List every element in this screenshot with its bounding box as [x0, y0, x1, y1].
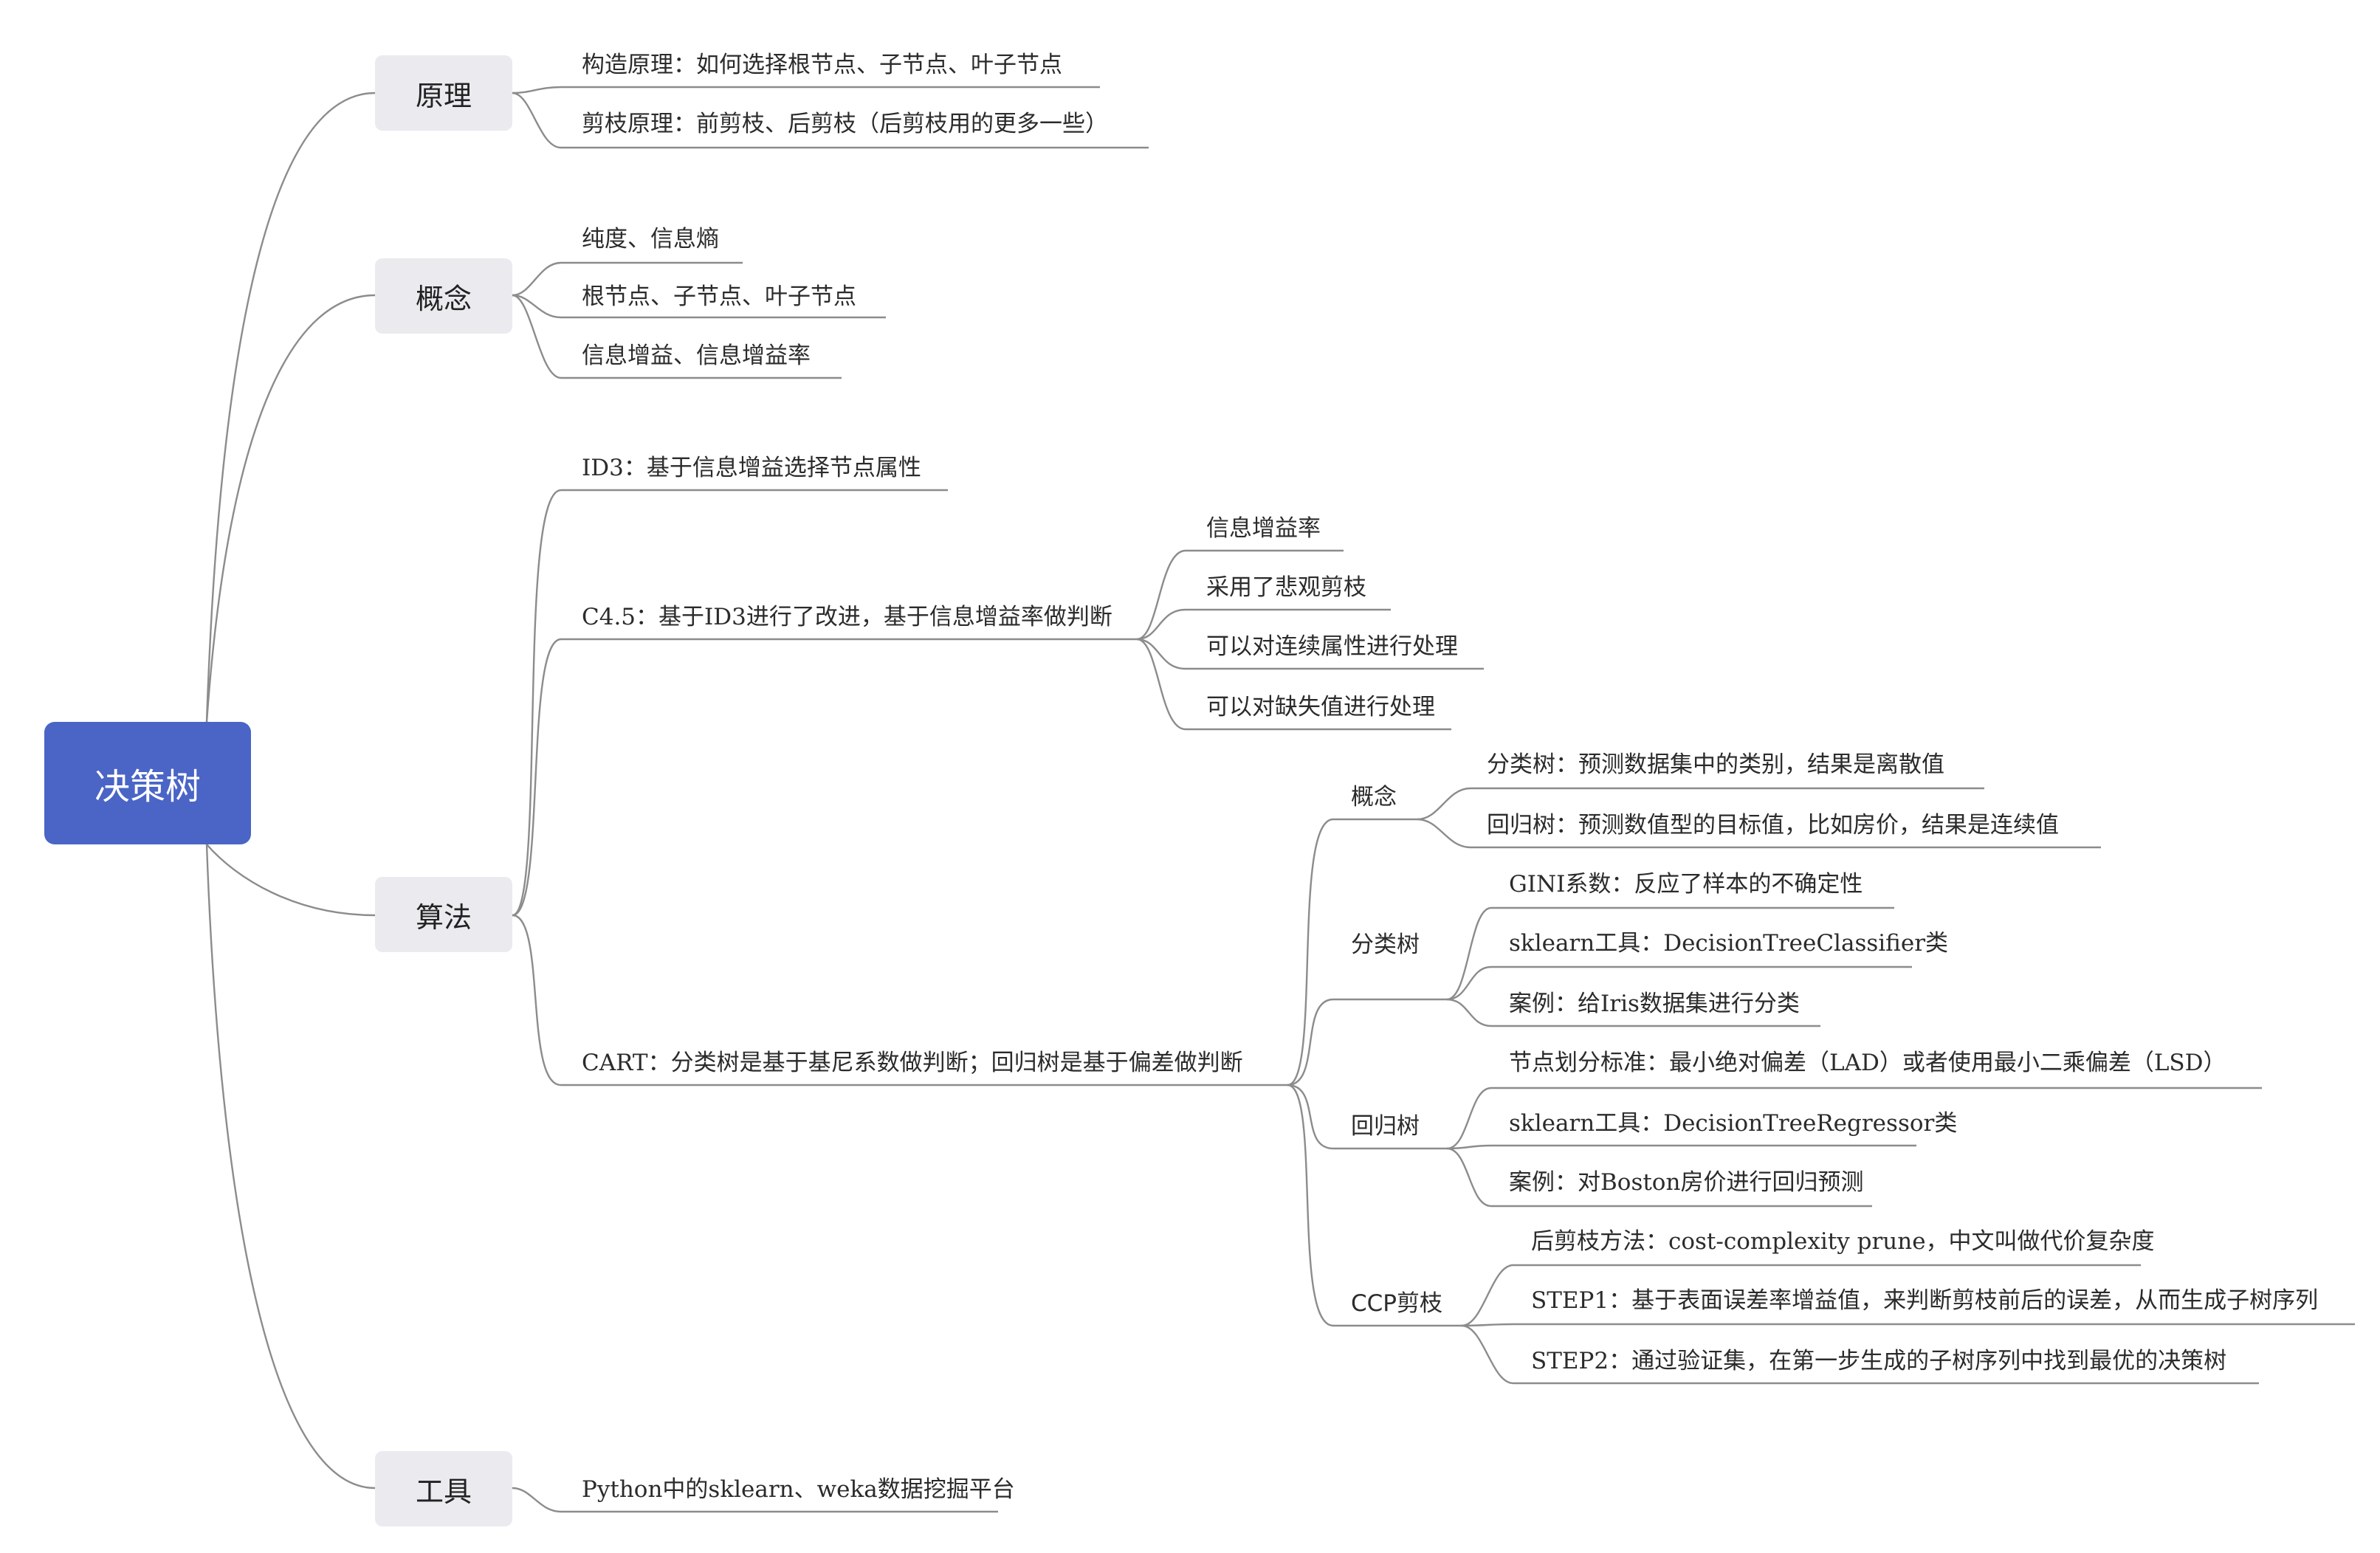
branch-tools[interactable]: 工具 [375, 1451, 512, 1526]
cart-concept-item[interactable]: 回归树：预测数值型的目标值，比如房价，结果是连续值 [1487, 812, 2059, 839]
branch-principle[interactable]: 原理 [375, 55, 512, 131]
concept-item[interactable]: 纯度、信息熵 [582, 226, 719, 252]
c45-item[interactable]: 可以对缺失值进行处理 [1206, 694, 1435, 720]
concept-item[interactable]: 信息增益、信息增益率 [582, 342, 811, 369]
classification-item[interactable]: sklearn工具：DecisionTreeClassifier类 [1509, 930, 1949, 957]
ccp-item[interactable]: 后剪枝方法：cost-complexity prune，中文叫做代价复杂度 [1531, 1228, 2155, 1255]
classification-item[interactable]: GINI系数：反应了样本的不确定性 [1509, 871, 1863, 898]
regression-item[interactable]: 节点划分标准：最小绝对偏差（LAD）或者使用最小二乘偏差（LSD） [1509, 1050, 2226, 1076]
c45-item[interactable]: 信息增益率 [1206, 515, 1321, 542]
c45-item[interactable]: 采用了悲观剪枝 [1206, 574, 1366, 601]
branch-concept[interactable]: 概念 [375, 258, 512, 334]
cart-regression-tree[interactable]: 回归树 [1351, 1113, 1420, 1140]
tools-item[interactable]: Python中的sklearn、weka数据挖掘平台 [582, 1476, 1015, 1503]
regression-item[interactable]: 案例：对Boston房价进行回归预测 [1509, 1169, 1864, 1196]
cart-classification-tree[interactable]: 分类树 [1351, 932, 1420, 958]
root-node[interactable]: 决策树 [44, 722, 251, 844]
principle-item[interactable]: 构造原理：如何选择根节点、子节点、叶子节点 [582, 52, 1062, 78]
algorithm-id3[interactable]: ID3：基于信息增益选择节点属性 [582, 455, 921, 481]
algorithm-c45[interactable]: C4.5：基于ID3进行了改进，基于信息增益率做判断 [582, 604, 1112, 630]
cart-ccp-pruning[interactable]: CCP剪枝 [1351, 1290, 1442, 1317]
cart-concept[interactable]: 概念 [1351, 784, 1397, 810]
branch-algorithm[interactable]: 算法 [375, 877, 512, 952]
principle-item[interactable]: 剪枝原理：前剪枝、后剪枝（后剪枝用的更多一些） [582, 111, 1108, 137]
classification-item[interactable]: 案例：给Iris数据集进行分类 [1509, 991, 1800, 1017]
ccp-item[interactable]: STEP2：通过验证集，在第一步生成的子树序列中找到最优的决策树 [1531, 1348, 2227, 1374]
algorithm-cart[interactable]: CART：分类树是基于基尼系数做判断；回归树是基于偏差做判断 [582, 1050, 1243, 1076]
ccp-item[interactable]: STEP1：基于表面误差率增益值，来判断剪枝前后的误差，从而生成子树序列 [1531, 1287, 2319, 1314]
cart-concept-item[interactable]: 分类树：预测数据集中的类别，结果是离散值 [1487, 751, 1944, 778]
c45-item[interactable]: 可以对连续属性进行处理 [1206, 633, 1458, 660]
concept-item[interactable]: 根节点、子节点、叶子节点 [582, 283, 856, 310]
regression-item[interactable]: sklearn工具：DecisionTreeRegressor类 [1509, 1110, 1958, 1137]
